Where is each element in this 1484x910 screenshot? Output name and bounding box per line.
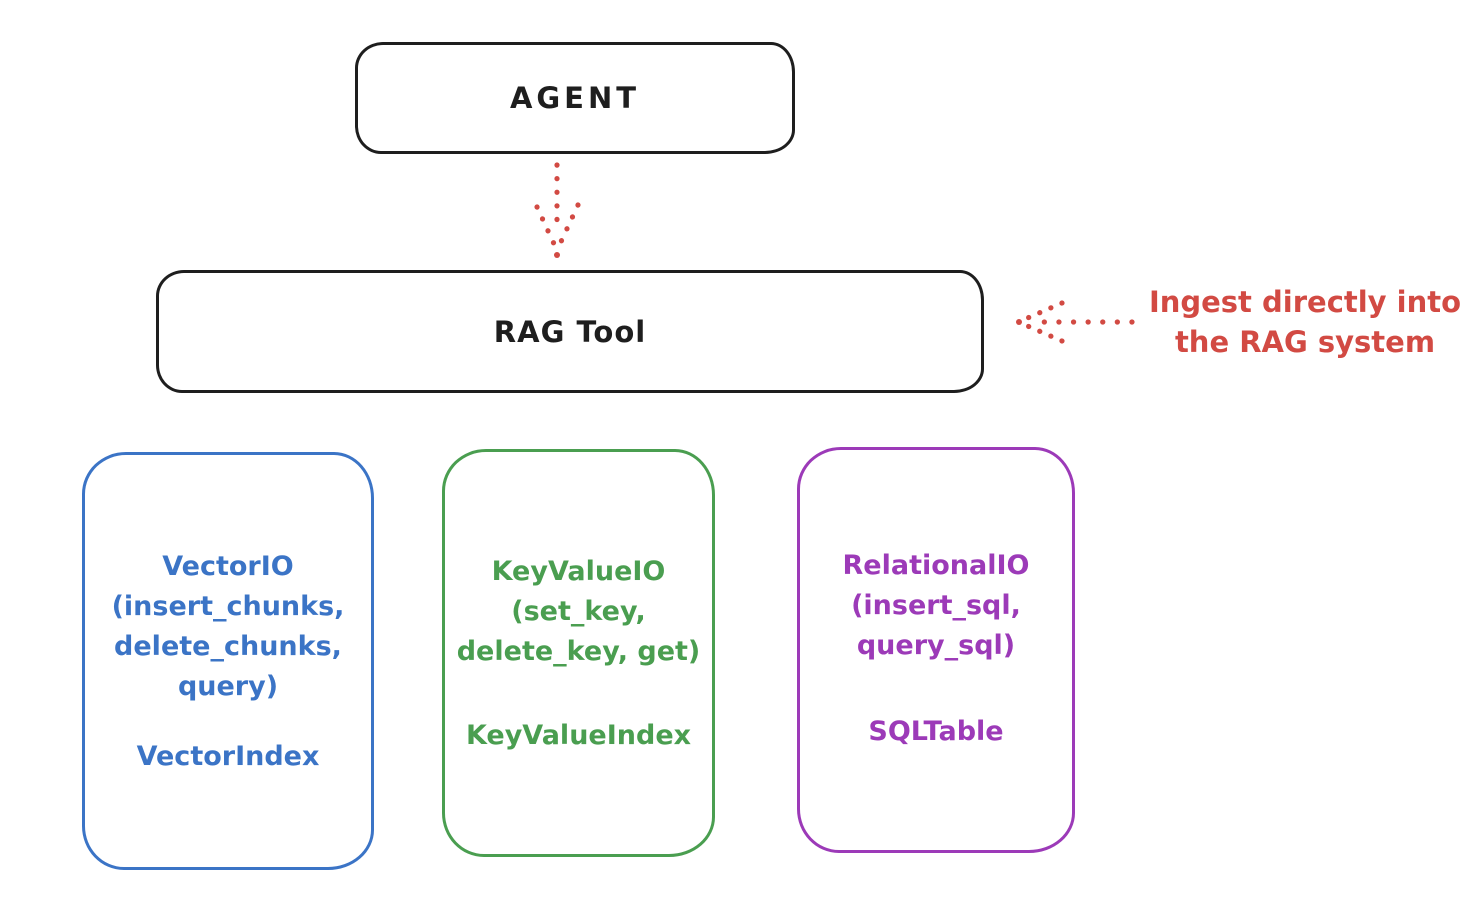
relational-io-node: RelationalIO (insert_sql, query_sql) SQL…	[797, 447, 1075, 853]
dotted-down-arrow-icon	[534, 162, 581, 258]
relational-io-text: RelationalIO (insert_sql, query_sql)	[842, 550, 1030, 661]
rag-tool-label: RAG Tool	[493, 314, 647, 349]
sql-table-label: SQLTable	[868, 716, 1004, 747]
agent-node: AGENT	[355, 42, 795, 154]
keyvalue-io-text: KeyValueIO (set_key, delete_key, get)	[456, 556, 701, 667]
ingest-annotation: Ingest directly into the RAG system	[1148, 285, 1462, 359]
keyvalue-io-node: KeyValueIO (set_key, delete_key, get) Ke…	[442, 449, 715, 857]
vector-io-text: VectorIO (insert_chunks, delete_chunks, …	[111, 551, 345, 702]
agent-label: AGENT	[509, 81, 641, 115]
keyvalue-index-label: KeyValueIndex	[465, 720, 692, 751]
dotted-left-arrow-icon	[1016, 300, 1135, 344]
vector-index-label: VectorIndex	[136, 741, 320, 772]
rag-tool-node: RAG Tool	[156, 270, 984, 393]
vector-io-node: VectorIO (insert_chunks, delete_chunks, …	[82, 452, 374, 870]
